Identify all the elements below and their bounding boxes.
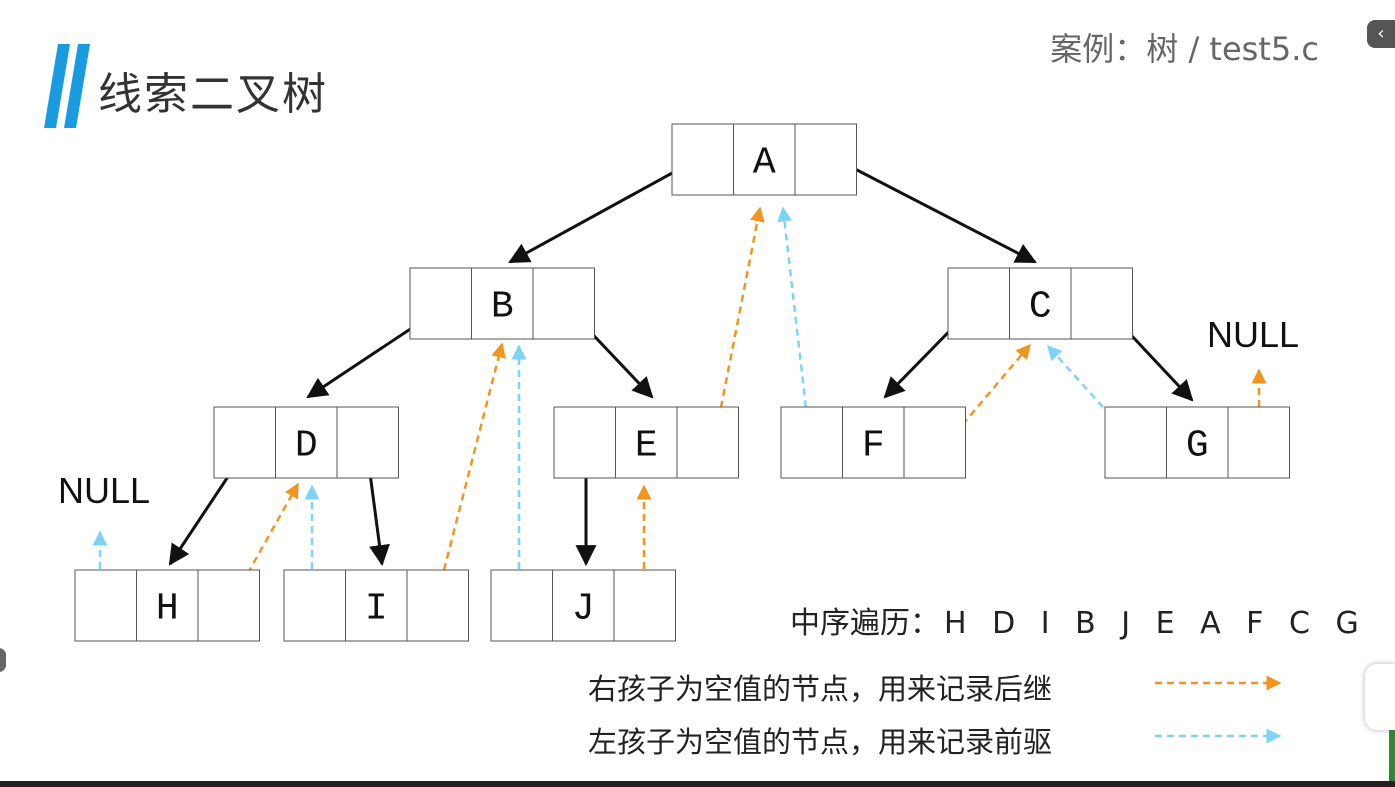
tree-node-j: J	[490, 569, 676, 642]
inorder-traversal: 中序遍历：H D I B J E A F C G	[790, 598, 1367, 642]
data-cell	[552, 569, 615, 642]
tree-node-b: B	[409, 267, 595, 340]
bottom-subtitle-bar	[0, 781, 1395, 787]
left-pointer-cell	[671, 123, 734, 196]
node-label: E	[635, 425, 658, 468]
left-handle[interactable]	[0, 648, 6, 672]
right-pointer-cell	[1070, 267, 1133, 340]
tree-node-g: G	[1104, 406, 1290, 479]
left-pointer-cell	[780, 406, 843, 479]
data-cell	[615, 406, 678, 479]
node-label: G	[1186, 425, 1209, 468]
right-pointer-cell	[903, 406, 966, 479]
data-cell	[733, 123, 796, 196]
successor-thread-f-c	[946, 343, 1031, 444]
data-cell	[471, 267, 534, 340]
tree-node-a: A	[671, 123, 857, 196]
legend-successor-text: 右孩子为空值的节点，用来记录后继	[588, 672, 1053, 706]
collapse-chevron-icon[interactable]: ‹	[1367, 20, 1395, 48]
right-pointer-cell	[336, 406, 399, 479]
successor-thread-i-b	[433, 342, 506, 606]
data-cell	[275, 406, 338, 479]
tree-node-e: E	[553, 406, 739, 479]
side-panel-handle[interactable]	[1365, 664, 1395, 730]
node-label: H	[156, 588, 179, 631]
predecessor-thread-g-c	[1046, 344, 1136, 444]
node-label: J	[572, 588, 595, 631]
left-pointer-cell	[213, 406, 276, 479]
right-pointer-cell	[1227, 406, 1290, 479]
predecessor-thread-f-a	[777, 206, 812, 444]
left-pointer-cell	[553, 406, 616, 479]
child-link-a-c	[827, 153, 1037, 264]
right-pointer-cell	[406, 569, 469, 642]
left-pointer-cell	[1104, 406, 1167, 479]
right-pointer-cell	[532, 267, 595, 340]
null-label-g: NULL	[1207, 314, 1300, 355]
tree-node-f: F	[780, 406, 966, 479]
side-accent-bar	[1389, 730, 1395, 785]
tree-node-i: I	[283, 569, 469, 642]
brand-slash-icon	[44, 44, 90, 128]
left-pointer-cell	[74, 569, 137, 642]
page-title: 线索二叉树	[98, 69, 328, 120]
tree-node-d: D	[213, 406, 399, 479]
data-cell	[1166, 406, 1229, 479]
node-label: A	[753, 142, 776, 185]
right-pointer-cell	[613, 569, 676, 642]
left-pointer-cell	[283, 569, 346, 642]
left-pointer-cell	[409, 267, 472, 340]
inorder-sequence: H D I B J E A F C G	[944, 606, 1367, 641]
data-cell	[1009, 267, 1072, 340]
node-label: I	[365, 588, 388, 631]
node-label: D	[295, 425, 318, 468]
legend-predecessor-text: 左孩子为空值的节点，用来记录前驱	[588, 725, 1053, 759]
left-pointer-cell	[490, 569, 553, 642]
node-label: F	[862, 425, 885, 468]
node-label: C	[1029, 286, 1052, 329]
left-pointer-cell	[947, 267, 1010, 340]
tree-node-h: H	[74, 569, 260, 642]
case-label: 案例：树 / test5.c	[1050, 30, 1319, 68]
tree-node-c: C	[947, 267, 1133, 340]
node-label: B	[491, 286, 514, 329]
successor-thread-e-a	[712, 206, 765, 444]
inorder-label: 中序遍历：	[790, 606, 940, 641]
right-pointer-cell	[676, 406, 739, 479]
right-pointer-cell	[197, 569, 260, 642]
null-label-h: NULL	[58, 470, 151, 511]
right-pointer-cell	[794, 123, 857, 196]
